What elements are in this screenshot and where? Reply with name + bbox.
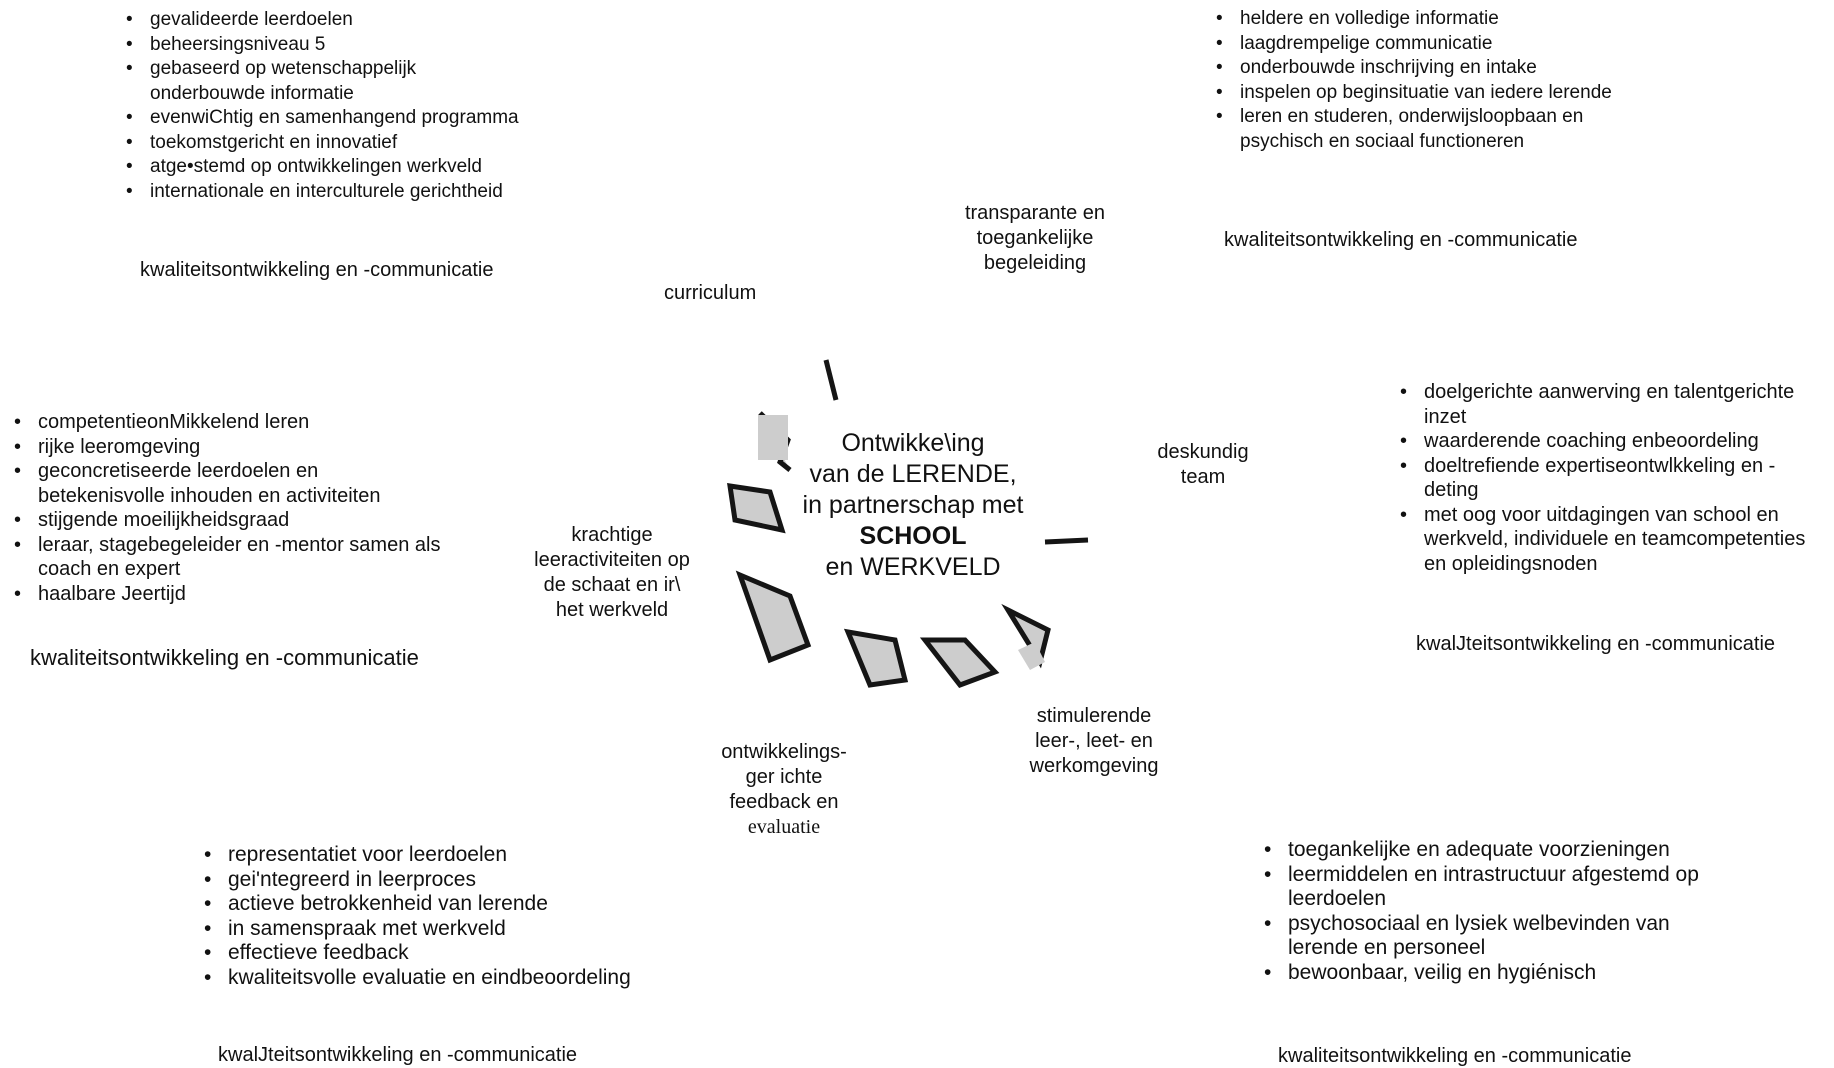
leeractiviteiten-label-line-2: leeractiviteiten op — [534, 549, 690, 571]
curriculum-list: gevalideerde leerdoelen beheersingsnivea… — [124, 8, 594, 204]
list-item: effectieve feedback — [202, 941, 672, 966]
list-item: stijgende moeilijkheidsgraad — [12, 508, 452, 533]
gear-tooth-bottom-right — [919, 637, 1000, 688]
list-item: leermiddelen en intrastructuur afgestemd… — [1262, 863, 1718, 912]
list-item: kwaliteitsvolle evaluatie en eindbeoorde… — [202, 966, 672, 991]
center-line-5: en WERKVELD — [825, 553, 1001, 581]
leeractiviteiten-label-line-4: het werkveld — [555, 599, 669, 621]
gear-tooth-left — [727, 483, 786, 534]
list-item: geconcretiseerde leerdoelen en betekenis… — [12, 459, 438, 508]
feedback-list-block: representatiet voor leerdoelen gei'ntegr… — [202, 843, 672, 990]
list-item: gebaseerd op wetenschappelijk onderbouwd… — [124, 57, 510, 106]
gear-tooth-lower-left — [735, 570, 812, 664]
list-item: toegankelijke en adequate voorzieningen — [1262, 838, 1732, 863]
curriculum-list-block: gevalideerde leerdoelen beheersingsnivea… — [124, 8, 594, 204]
begeleiding-label: transparante en toegankelijke begeleidin… — [958, 201, 1112, 276]
gear-tooth-top — [823, 359, 839, 401]
list-item: leraar, stagebegeleider en -mentor samen… — [12, 533, 448, 582]
leeractiviteiten-list-block: competentieonMikkelend leren rijke leero… — [12, 410, 452, 606]
list-item: waarderende coaching enbeoordeling — [1398, 429, 1830, 454]
team-caption: kwalJteitsontwikkeling en -communicatie — [1416, 633, 1776, 655]
feedback-label-line-3: feedback en — [729, 791, 839, 813]
list-item: rijke leeromgeving — [12, 435, 452, 460]
list-item: in samenspraak met werkveld — [202, 917, 672, 942]
team-label-line-1: deskundig — [1157, 441, 1249, 463]
list-item: toekomstgericht en innovatief — [124, 131, 594, 156]
team-list: doelgerichte aanwerving en talentgericht… — [1398, 380, 1830, 576]
list-item: evenwiChtig en samenhangend programma — [124, 106, 594, 131]
list-item: doeltrefiende expertiseontwlkkeling en -… — [1398, 454, 1784, 503]
list-item: atge•stemd op ontwikkelingen werkveld — [124, 155, 594, 180]
omgeving-label: stimulerende leer-, leet- en werkomgevin… — [1022, 704, 1166, 779]
list-item: actieve betrokkenheid van lerende — [202, 892, 672, 917]
leeractiviteiten-caption: kwaliteitsontwikkeling en -communicatie — [30, 645, 419, 670]
list-item: met oog voor uitdagingen van school en w… — [1398, 503, 1830, 577]
list-item: inspelen op beginsituatie van iedere ler… — [1214, 81, 1684, 106]
list-item: heldere en volledige informatie — [1214, 7, 1684, 32]
center-line-2: van de LERENDE, — [809, 460, 1017, 488]
team-label-line-2: team — [1180, 466, 1226, 488]
list-item: beheersingsniveau 5 — [124, 33, 594, 58]
begeleiding-label-line-1: transparante en — [964, 202, 1106, 224]
gear-tooth-bottom — [843, 628, 909, 688]
team-label: deskundig team — [1148, 440, 1258, 490]
leeractiviteiten-list: competentieonMikkelend leren rijke leero… — [12, 410, 452, 606]
omgeving-list-block: toegankelijke en adequate voorzieningen … — [1262, 838, 1732, 985]
feedback-label-line-2: ger ichte — [745, 766, 823, 788]
list-item: laagdrempelige communicatie — [1214, 32, 1684, 57]
feedback-list: representatiet voor leerdoelen gei'ntegr… — [202, 843, 672, 990]
feedback-caption: kwalJteitsontwikkeling en -communicatie — [218, 1044, 578, 1066]
feedback-label: ontwikkelings- ger ichte feedback en eva… — [700, 740, 868, 840]
list-item: gevalideerde leerdoelen — [124, 8, 594, 33]
list-item: haalbare Jeertijd — [12, 582, 452, 607]
list-item: competentieonMikkelend leren — [12, 410, 452, 435]
list-item: doelgerichte aanwerving en talentgericht… — [1398, 380, 1830, 429]
curriculum-caption: kwaliteitsontwikkeling en -communicatie — [140, 259, 494, 281]
omgeving-label-line-2: leer-, leet- en — [1035, 730, 1153, 752]
gear-tooth-small — [1018, 642, 1045, 670]
list-item: psychosociaal en lysiek welbevinden van … — [1262, 912, 1708, 961]
omgeving-label-line-1: stimulerende — [1036, 705, 1152, 727]
list-item: representatiet voor leerdoelen — [202, 843, 672, 868]
feedback-label-line-4: evaluatie — [747, 816, 821, 838]
leeractiviteiten-label-line-1: krachtige — [571, 524, 653, 546]
omgeving-caption: kwaliteitsontwikkeling en -communicatie — [1278, 1045, 1632, 1067]
feedback-label-line-1: ontwikkelings- — [721, 741, 847, 763]
list-item: bewoonbaar, veilig en hygiénisch — [1262, 961, 1732, 986]
center-line-3: in partnerschap met — [802, 491, 1024, 519]
gear-segment-upper-left — [758, 415, 788, 460]
begeleiding-caption: kwaliteitsontwikkeling en -communicatie — [1224, 229, 1578, 251]
begeleiding-list: heldere en volledige informatie laagdrem… — [1214, 7, 1684, 154]
begeleiding-label-line-2: toegankelijke — [976, 227, 1094, 249]
center-line-1: Ontwikke\ing — [841, 429, 985, 457]
begeleiding-label-line-3: begeleiding — [983, 252, 1087, 274]
leeractiviteiten-label: krachtige leeractiviteiten op de schaat … — [524, 523, 700, 623]
begeleiding-list-block: heldere en volledige informatie laagdrem… — [1214, 7, 1684, 154]
center-title: Ontwikke\ing van de LERENDE, in partners… — [778, 428, 1048, 583]
team-list-block: doelgerichte aanwerving en talentgericht… — [1398, 380, 1830, 576]
omgeving-list: toegankelijke en adequate voorzieningen … — [1262, 838, 1732, 985]
leeractiviteiten-label-line-3: de schaat en ir\ — [543, 574, 681, 596]
curriculum-label: curriculum — [664, 282, 757, 304]
omgeving-label-line-3: werkomgeving — [1029, 755, 1159, 777]
list-item: internationale en interculturele gericht… — [124, 180, 594, 205]
list-item: leren en studeren, onderwijsloopbaan en … — [1214, 105, 1660, 154]
list-item: onderbouwde inschrijving en intake — [1214, 56, 1684, 81]
list-item: gei'ntegreerd in leerproces — [202, 868, 672, 893]
center-line-4: SCHOOL — [859, 522, 967, 550]
